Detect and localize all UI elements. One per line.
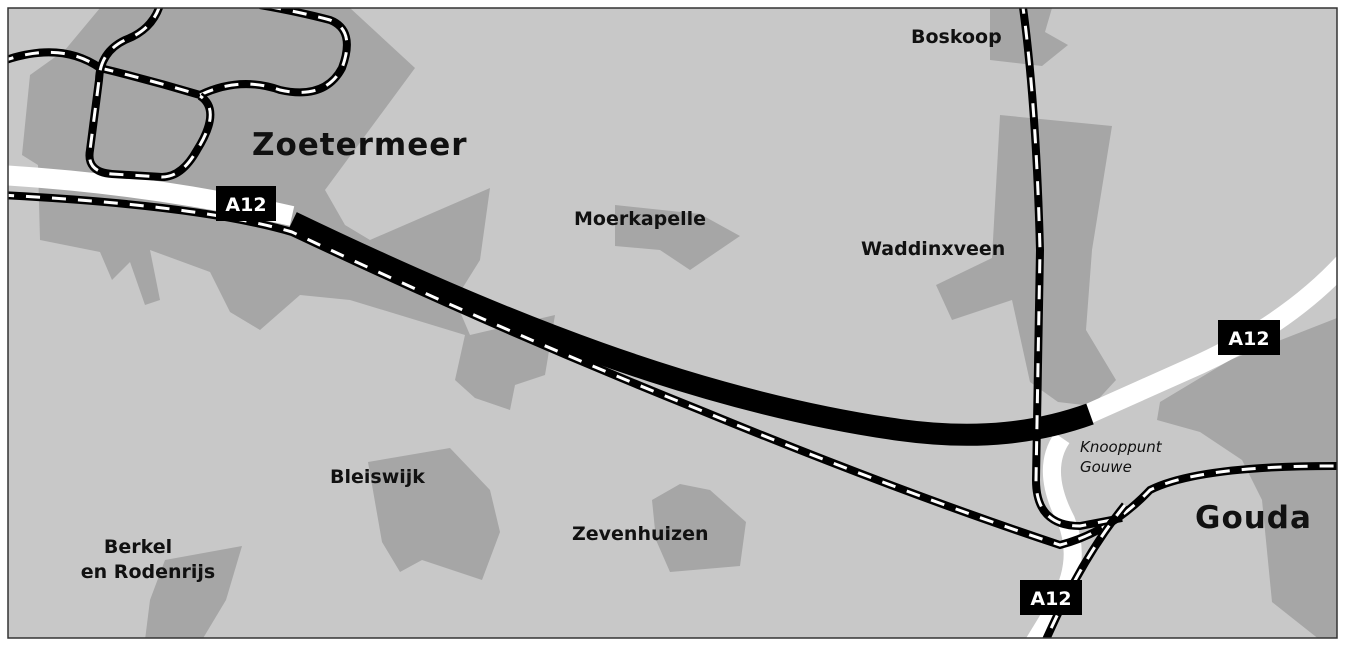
town-area-berkel xyxy=(145,546,242,638)
svg-text:A12: A12 xyxy=(1228,328,1269,350)
label-zevenhuizen: Zevenhuizen xyxy=(572,523,709,545)
label-berkel-1: Berkel xyxy=(104,536,172,558)
town-area-bleiswijk xyxy=(368,448,500,580)
a12-shield-south: A12 xyxy=(1020,580,1082,615)
town-area-moerkapelle xyxy=(615,205,740,270)
svg-text:A12: A12 xyxy=(1030,588,1071,610)
a12-shield-east: A12 xyxy=(1218,320,1280,355)
label-bleiswijk: Bleiswijk xyxy=(330,466,425,488)
town-area-gouda xyxy=(1157,318,1337,638)
town-area-waddinxveen xyxy=(936,115,1116,406)
label-knooppunt-2: Gouwe xyxy=(1080,458,1132,476)
label-boskoop: Boskoop xyxy=(911,26,1002,48)
town-area-zevenhuizen xyxy=(652,484,746,572)
label-gouda: Gouda xyxy=(1195,500,1312,536)
place-labels: Zoetermeer Boskoop Moerkapelle Waddinxve… xyxy=(81,26,1312,583)
a12-highlighted-section xyxy=(287,212,1094,446)
label-moerkapelle: Moerkapelle xyxy=(574,208,706,230)
label-berkel-2: en Rodenrijs xyxy=(81,561,215,583)
label-zoetermeer: Zoetermeer xyxy=(252,127,468,163)
label-knooppunt-1: Knooppunt xyxy=(1080,438,1163,456)
a12-shield-west: A12 xyxy=(216,186,276,221)
map-frame xyxy=(7,7,1338,639)
svg-text:A12: A12 xyxy=(225,194,266,216)
road-shields: A12 A12 A12 xyxy=(216,186,1280,615)
label-waddinxveen: Waddinxveen xyxy=(861,238,1005,260)
